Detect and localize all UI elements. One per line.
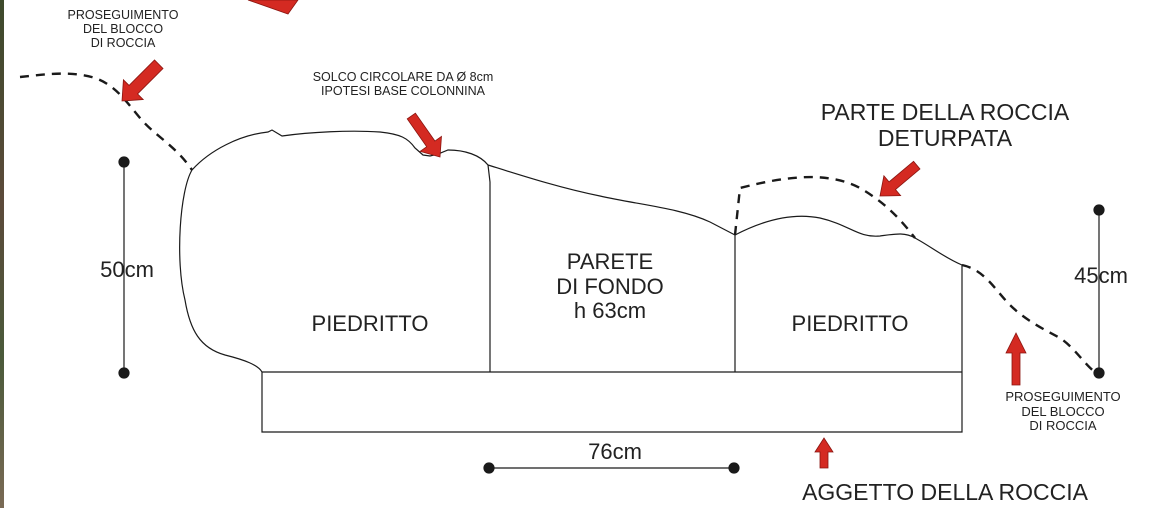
- note-damaged-rock: PARTE DELLA ROCCIA DETURPATA: [820, 99, 1070, 151]
- dashed-rock-continuation-right: [961, 263, 1096, 373]
- arrow-continuation-top-left: [121, 59, 164, 102]
- label-right-pier: PIEDRITTO: [791, 311, 909, 336]
- base-bottom-line: [261, 265, 963, 433]
- dim-76-left-dot: [483, 462, 495, 474]
- dim-45-label: 45cm: [1074, 263, 1128, 288]
- dashed-rock-continuation-left: [19, 72, 193, 171]
- dim-76-right-dot: [728, 462, 740, 474]
- left-divider: [487, 164, 491, 372]
- dashed-damaged-rock: [733, 175, 916, 239]
- label-back-wall: PARETE DI FONDO h 63cm: [556, 249, 664, 324]
- right-pier-top-outline: [734, 215, 963, 266]
- note-overhang: AGGETTO DELLA ROCCIA: [802, 479, 1088, 505]
- dim-50-bottom-dot: [118, 367, 130, 379]
- arrow-damaged-rock: [879, 160, 921, 197]
- arrow-top-partial: [247, 0, 299, 15]
- note-groove: SOLCO CIRCOLARE DA Ø 8cm IPOTESI BASE CO…: [312, 70, 494, 98]
- arrow-groove: [406, 112, 442, 158]
- label-left-pier: PIEDRITTO: [311, 311, 429, 336]
- note-bottom-right: PROSEGUIMENTO DEL BLOCCO DI ROCCIA: [1005, 389, 1121, 434]
- dim-45-bottom-dot: [1093, 367, 1105, 379]
- dim-50-label: 50cm: [100, 257, 154, 282]
- photo-edge-strip: [0, 0, 4, 508]
- dim-50-top-dot: [118, 156, 130, 168]
- dim-76-label: 76cm: [588, 439, 642, 464]
- arrow-continuation-bottom-right: [1005, 332, 1027, 386]
- note-top-left: PROSEGUIMENTO DEL BLOCCO DI ROCCIA: [67, 8, 179, 50]
- left-pier-outline: [179, 169, 263, 373]
- arrow-overhang: [814, 437, 834, 469]
- top-rock-outline: [191, 129, 736, 236]
- dim-45-top-dot: [1093, 204, 1105, 216]
